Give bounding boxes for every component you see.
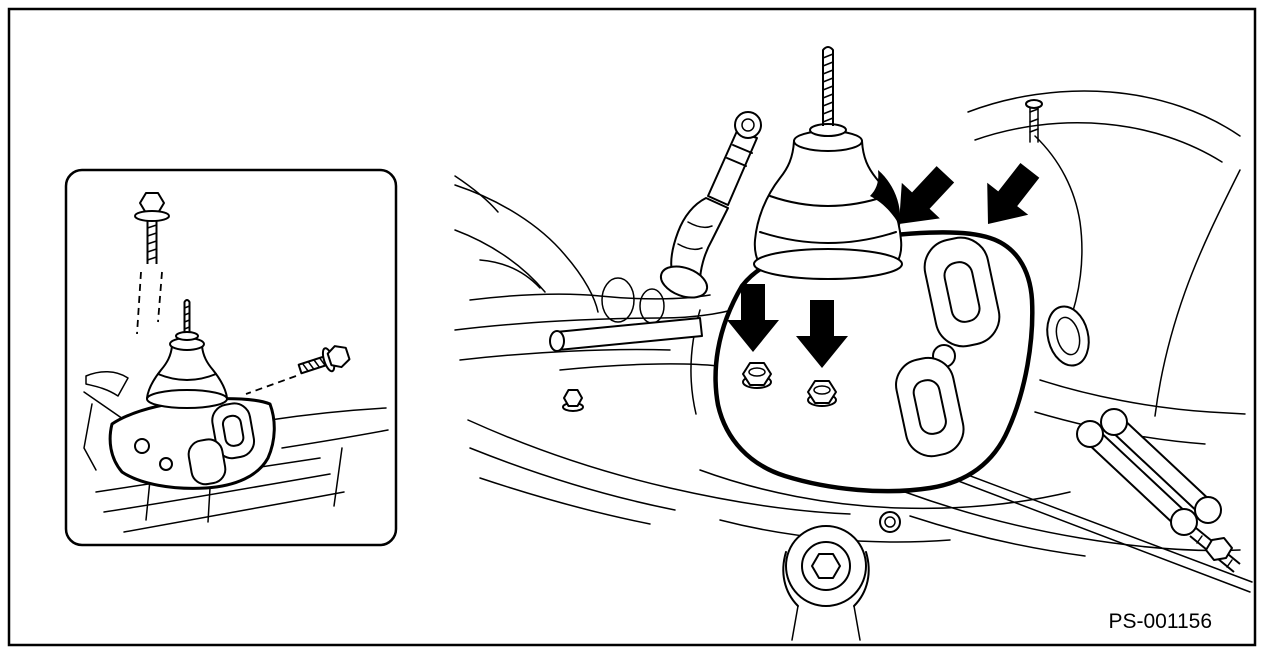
flange-bolt-icon bbox=[134, 192, 170, 264]
arrow-icon-lower-left bbox=[727, 284, 779, 352]
mount-stud bbox=[822, 46, 834, 126]
inset-panel bbox=[64, 168, 398, 547]
steering-shaft bbox=[659, 111, 762, 299]
bracket-upper-slot bbox=[923, 236, 1001, 348]
stabilizer-link bbox=[1076, 408, 1241, 573]
mount-gap-shadow bbox=[870, 170, 901, 226]
steering-rack-tube bbox=[549, 317, 703, 352]
mount-nut-left bbox=[742, 362, 772, 389]
arrow-icon-lower-right bbox=[796, 300, 848, 368]
mount-bracket-small bbox=[108, 397, 276, 490]
arrow-icon-upper-left bbox=[899, 166, 955, 224]
arrow-icon-upper-right bbox=[987, 163, 1040, 224]
engine-mount-large bbox=[753, 46, 903, 280]
main-view bbox=[454, 46, 1253, 641]
bracket-lower-slot bbox=[895, 356, 965, 458]
frame-oval-hole bbox=[1046, 305, 1090, 367]
subframe-bolt-icon bbox=[562, 389, 584, 412]
figure-border bbox=[7, 7, 1257, 647]
figure-reference-label: PS-001156 bbox=[1108, 610, 1212, 633]
crossmember-bushing bbox=[782, 511, 901, 641]
engine-mount-small bbox=[146, 299, 228, 409]
mount-stud-small bbox=[183, 299, 191, 333]
mount-nut-right bbox=[807, 380, 837, 407]
mount-base-flange bbox=[753, 248, 903, 280]
installation-arrows bbox=[727, 163, 1040, 368]
side-bolt-icon bbox=[297, 345, 351, 375]
alignment-dashed-lines bbox=[136, 271, 163, 335]
mount-bracket-large bbox=[713, 230, 1035, 494]
inset-subframe-lines bbox=[83, 371, 389, 533]
alignment-dashed-line-side bbox=[245, 375, 297, 395]
upper-bracket-stud-icon bbox=[1025, 99, 1043, 143]
